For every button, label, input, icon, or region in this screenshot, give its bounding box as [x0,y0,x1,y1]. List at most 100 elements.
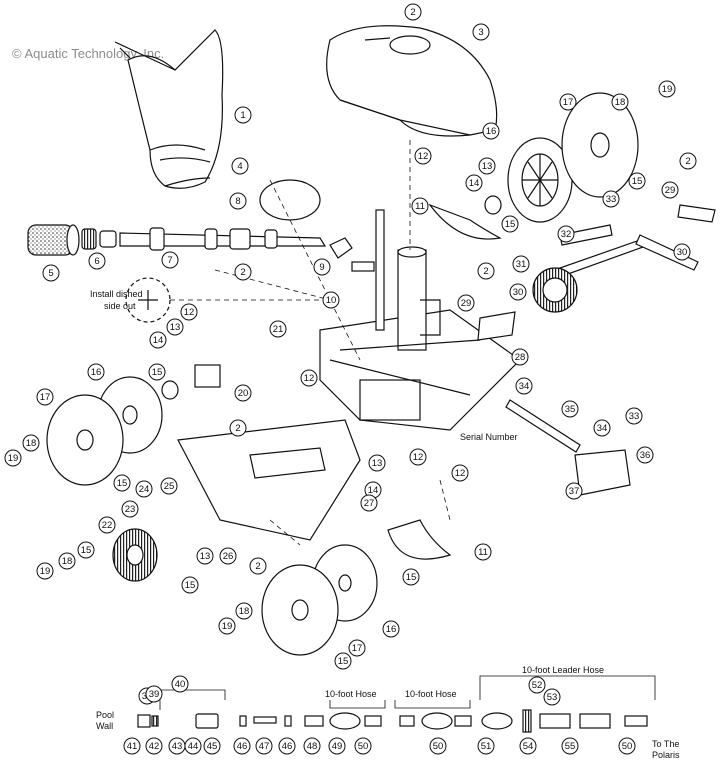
callout-c4: 4 [231,157,249,175]
part-bearing-left [161,380,179,400]
callout-circle [512,255,530,273]
callout-circle [636,446,654,464]
callout-number: 16 [386,624,397,635]
callout-c12e: 12 [451,464,469,482]
callout-c12a: 12 [414,147,432,165]
callout-circle [203,737,221,755]
callout-c12c: 12 [300,369,318,387]
leader-hose-label: 10-foot Leader Hose [522,665,604,675]
part-drive-gear [532,267,578,313]
callout-number: 32 [561,229,572,240]
callout-number: 9 [319,262,324,273]
hose-label-a: 10-foot Hose [325,689,377,699]
callout-circle [673,243,691,261]
callout-circle [528,676,546,694]
callout-circle [478,157,496,175]
callout-number: 19 [222,621,233,632]
callout-number: 50 [358,741,369,752]
callout-number: 34 [519,381,530,392]
callout-c28: 28 [511,348,529,366]
callout-circle [628,172,646,190]
callout-number: 33 [606,194,617,205]
callout-circle [559,93,577,111]
callout-circle [472,23,490,41]
callout-number: 13 [372,458,383,469]
callout-c1: 1 [234,106,252,124]
callout-c48: 48 [303,737,321,755]
callout-circle [231,157,249,175]
callout-circle [611,93,629,111]
callout-number: 31 [516,259,527,270]
part-bearing-upper [484,195,502,215]
callout-c33b: 33 [625,407,643,425]
callout-number: 15 [117,478,128,489]
callout-number: 2 [255,561,260,572]
callout-c2a: 2 [404,3,422,21]
part-wheel-left-rear [46,376,163,486]
callout-number: 14 [469,178,480,189]
part-bracket-lower [477,311,516,341]
callout-number: 15 [152,367,163,378]
callout-circle [543,688,561,706]
callout-circle [180,303,198,321]
callout-number: 24 [139,484,150,495]
part-10 [351,261,375,272]
callout-number: 17 [40,392,51,403]
callout-circle [679,152,697,170]
callout-number: 11 [415,201,425,212]
callout-c50c: 50 [618,737,636,755]
hose-chain [137,709,648,733]
pool-wall-line2: Wall [96,721,113,731]
callout-number: 25 [164,481,175,492]
callout-c15g: 15 [402,568,420,586]
part-bracket-upper [677,204,716,223]
callout-c37: 37 [565,482,583,500]
callout-c30a: 30 [673,243,691,261]
callout-circle [229,192,247,210]
callout-circle [218,617,236,635]
callout-number: 15 [632,176,643,187]
callout-c16c: 16 [382,620,400,638]
callout-circle [4,449,22,467]
callout-c15c: 15 [148,363,166,381]
callout-circle [229,419,247,437]
callout-number: 51 [481,741,492,752]
callout-circle [457,294,475,312]
callout-c17a: 17 [559,93,577,111]
callout-number: 18 [62,556,73,567]
callout-circle [334,652,352,670]
callout-number: 53 [547,692,558,703]
callout-number: 19 [662,84,673,95]
callout-number: 2 [235,423,240,434]
callout-circle [328,737,346,755]
to-polaris-line1: To The [652,739,679,749]
part-bearing-housing [194,364,221,388]
callout-circle [515,377,533,395]
install-note-line2: side out [104,301,136,311]
callout-circle [368,454,386,472]
callout-c19c: 19 [36,562,54,580]
captions: Install dished side out Serial Number Po… [90,289,680,760]
callout-circle [233,737,251,755]
callout-number: 6 [94,256,99,267]
callout-number: 17 [352,643,363,654]
callout-circle [561,400,579,418]
callout-circle [402,568,420,586]
callout-circle [77,541,95,559]
callout-circle [593,419,611,437]
callout-number: 2 [410,7,415,18]
part-axle-lower [505,399,581,453]
callout-circle [36,562,54,580]
callout-number: 48 [307,741,318,752]
callout-number: 18 [26,438,37,449]
callout-number: 12 [455,468,466,479]
callout-c40: 40 [171,675,189,693]
callout-circle [88,252,106,270]
callout-circle [561,737,579,755]
callout-circle [255,737,273,755]
callout-circle [382,620,400,638]
install-detail-glyph [138,290,158,310]
callout-number: 20 [238,388,249,399]
